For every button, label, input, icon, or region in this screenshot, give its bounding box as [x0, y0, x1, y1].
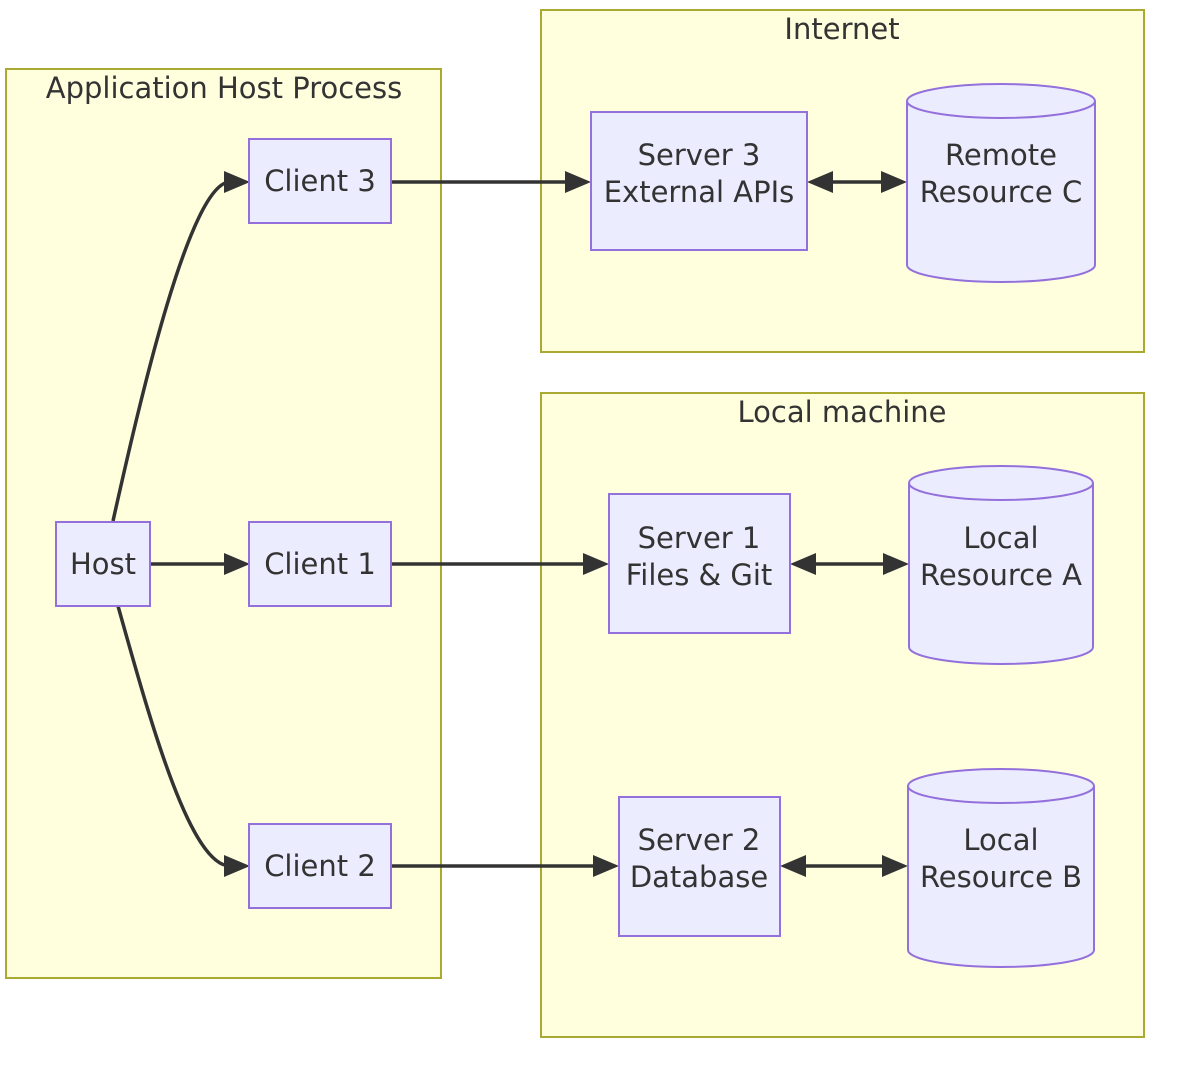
node-remote-resource-c[interactable]: Remote Resource C	[906, 83, 1096, 283]
arrowhead-server3-remotec-right	[881, 171, 907, 193]
node-server3[interactable]: Server 3 External APIs	[590, 111, 808, 251]
arrowhead-host-client1	[224, 553, 250, 575]
edges	[111, 171, 909, 877]
node-label-client1: Client 1	[264, 547, 376, 581]
node-client3[interactable]: Client 3	[248, 138, 392, 224]
arrowhead-host-client3	[224, 171, 250, 193]
node-label-localb-line2: Resource B	[920, 860, 1082, 894]
group-label-app-host: Application Host Process	[46, 71, 403, 105]
node-label-server2-line2: Database	[630, 860, 768, 894]
node-label-server3-line1: Server 3	[638, 138, 761, 172]
node-label-server3-line2: External APIs	[604, 175, 795, 209]
arrowhead-server2-localb-left	[780, 855, 806, 877]
arrowhead-server1-locala-left	[790, 553, 816, 575]
node-local-resource-a[interactable]: Local Resource A	[908, 465, 1094, 665]
arrowhead-server1-locala-right	[883, 553, 909, 575]
arrowhead-server2-localb-right	[882, 855, 908, 877]
group-label-local: Local machine	[737, 395, 946, 429]
node-label-locala-line1: Local	[963, 521, 1038, 555]
node-label-client2: Client 2	[264, 849, 376, 883]
group-label-internet: Internet	[784, 12, 899, 46]
edge-host-client3	[111, 180, 236, 522]
arrowhead-client3-server3	[565, 171, 591, 193]
node-label-server1-line2: Files & Git	[626, 558, 773, 592]
node-server2[interactable]: Server 2 Database	[618, 796, 781, 937]
node-label-server1-line1: Server 1	[638, 521, 761, 555]
node-client2[interactable]: Client 2	[248, 823, 392, 909]
node-label-server2-line1: Server 2	[638, 823, 761, 857]
arrowhead-host-client2	[224, 855, 250, 877]
node-label-locala-line2: Resource A	[920, 558, 1082, 592]
node-label-host: Host	[70, 547, 136, 581]
node-label-client3: Client 3	[264, 164, 376, 198]
node-label-remotec-line1: Remote	[945, 138, 1057, 172]
node-client1[interactable]: Client 1	[248, 521, 392, 607]
node-label-remotec-line2: Resource C	[920, 175, 1082, 209]
node-local-resource-b[interactable]: Local Resource B	[907, 768, 1095, 968]
node-server1[interactable]: Server 1 Files & Git	[608, 493, 791, 634]
node-label-localb-line1: Local	[963, 823, 1038, 857]
arrowhead-client1-server1	[583, 553, 609, 575]
arrowhead-server3-remotec-left	[807, 171, 833, 193]
edge-host-client2	[116, 605, 236, 868]
node-host[interactable]: Host	[55, 521, 151, 607]
arrowhead-client2-server2	[593, 855, 619, 877]
